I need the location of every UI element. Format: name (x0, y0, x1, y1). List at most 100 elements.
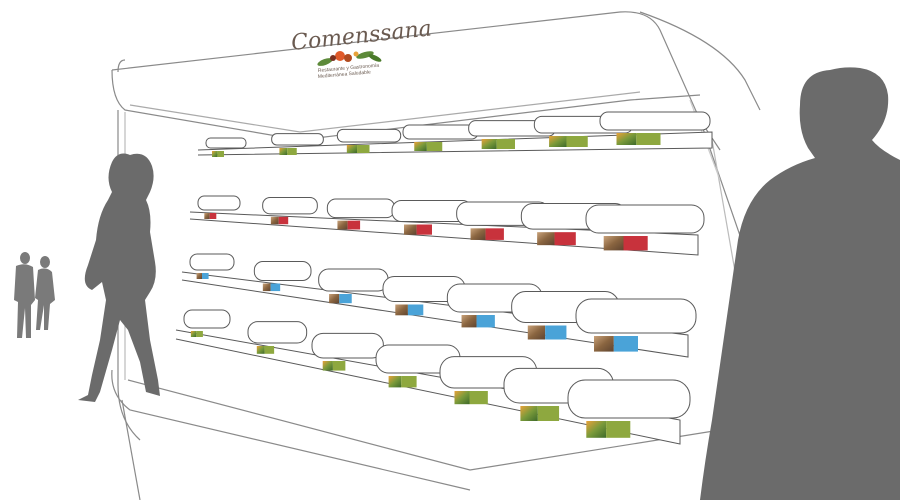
label-color-band (339, 294, 352, 304)
food-tray (575, 298, 697, 334)
label-color-band (537, 406, 560, 421)
label-photo (603, 236, 624, 251)
price-label (337, 220, 361, 230)
label-photo (204, 213, 210, 219)
person-silhouette-foreground-man (700, 67, 900, 500)
price-label (329, 294, 352, 304)
label-color-band (636, 133, 661, 145)
food-tray (326, 198, 396, 219)
label-photo (404, 224, 417, 235)
label-photo (337, 220, 348, 230)
food-tray (189, 253, 235, 271)
food-tray (567, 379, 691, 419)
person-silhouette-walking-woman (78, 153, 160, 402)
label-photo (279, 148, 288, 155)
label-photo (190, 331, 197, 337)
price-label (262, 283, 281, 292)
label-color-band (496, 139, 515, 149)
food-tray (585, 204, 705, 234)
price-label (461, 315, 495, 328)
price-label (322, 361, 346, 371)
label-photo (537, 232, 555, 246)
label-color-band (270, 283, 281, 292)
label-photo (454, 391, 470, 405)
price-label (549, 136, 588, 147)
price-label (616, 133, 661, 145)
label-photo (616, 133, 637, 145)
label-color-band (554, 232, 576, 246)
label-photo (586, 421, 607, 438)
label-color-band (401, 376, 417, 388)
brand-tagline-line2: Mediterránea Saludable (318, 69, 372, 80)
label-color-band (545, 325, 567, 340)
label-color-band (332, 361, 346, 371)
label-color-band (606, 421, 631, 438)
label-color-band (278, 216, 289, 225)
food-tray (197, 195, 241, 211)
price-label (537, 232, 576, 246)
price-label (404, 224, 432, 235)
price-label (603, 236, 648, 251)
label-photo (527, 325, 546, 340)
price-label (388, 376, 417, 388)
label-color-band (407, 304, 424, 316)
label-photo (329, 294, 340, 304)
shelf (181, 253, 697, 358)
label-photo (461, 315, 477, 328)
food-tray (205, 137, 247, 149)
label-color-band (469, 391, 488, 405)
label-photo (414, 142, 427, 151)
price-label (212, 151, 224, 157)
label-color-band (416, 224, 432, 235)
price-label (395, 304, 424, 316)
food-tray (318, 268, 389, 292)
label-color-band (196, 331, 203, 337)
person-silhouette-far-pair (14, 252, 55, 338)
price-label (256, 346, 275, 354)
price-label (270, 216, 289, 225)
label-photo (594, 336, 614, 352)
price-label (520, 406, 560, 421)
label-color-band (566, 136, 588, 147)
label-photo (346, 145, 358, 153)
price-label (346, 145, 370, 153)
label-photo (470, 228, 486, 240)
price-label (190, 331, 203, 337)
food-tray (336, 128, 402, 143)
price-label (454, 391, 488, 405)
label-photo (262, 283, 271, 292)
label-color-band (426, 142, 443, 151)
price-label (196, 273, 209, 279)
label-photo (196, 273, 202, 279)
price-label (481, 139, 515, 149)
food-tray (253, 261, 312, 281)
label-color-band (209, 213, 217, 219)
shelf (175, 309, 691, 445)
label-color-band (623, 236, 648, 251)
price-label (279, 148, 297, 155)
food-tray (402, 124, 479, 140)
food-tray (311, 332, 384, 359)
label-photo (481, 139, 497, 149)
brand-name: Comenssana (290, 16, 433, 56)
label-photo (256, 346, 265, 354)
label-color-band (264, 346, 275, 354)
label-color-band (476, 315, 495, 328)
brand-tagline-line1: Restaurante y Gastronomía (318, 63, 380, 74)
leaf-decoration-icon (317, 51, 382, 66)
shelves (175, 111, 713, 445)
price-label (594, 336, 638, 352)
label-color-band (287, 148, 297, 155)
label-color-band (217, 151, 224, 157)
label-photo (212, 151, 218, 157)
food-tray (247, 321, 308, 344)
label-photo (270, 216, 279, 225)
price-label (414, 142, 443, 151)
shelf (197, 111, 713, 157)
food-tray (183, 309, 231, 329)
label-color-band (613, 336, 638, 352)
label-color-band (485, 228, 504, 240)
label-color-band (357, 145, 370, 153)
